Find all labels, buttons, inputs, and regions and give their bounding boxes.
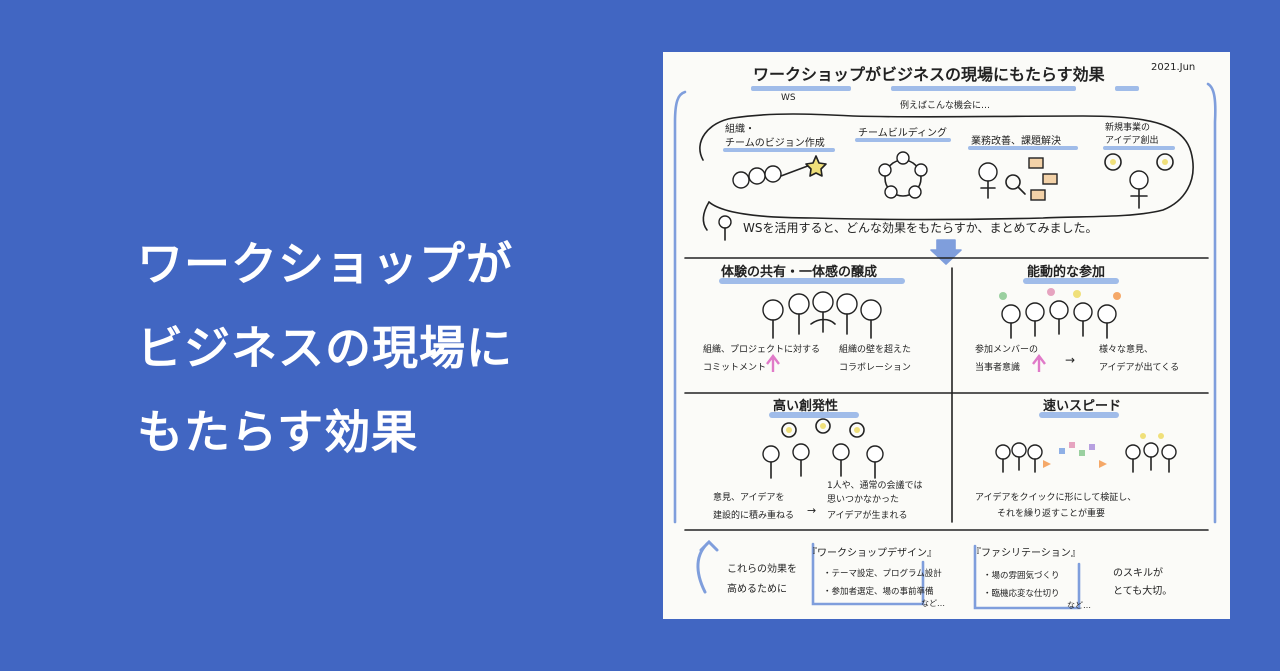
footer-box1-title: 『ワークショップデザイン』 — [807, 546, 937, 559]
example-1-line-1: 組織・ — [725, 122, 755, 135]
q2-left-line-2: 当事者意識 — [975, 361, 1020, 373]
q4-line-2: それを繰り返すことが重要 — [997, 507, 1105, 519]
footer-lead-line-1: これらの効果を — [727, 562, 797, 575]
footer-box2-frame — [973, 544, 1081, 610]
q3-title: 高い創発性 — [773, 398, 838, 414]
headline-line-3: もたらす効果 — [137, 405, 419, 459]
curved-up-arrow-icon — [696, 539, 719, 594]
q4-title-highlight — [1039, 412, 1119, 418]
footer-closing-line-2: とても大切。 — [1113, 584, 1172, 597]
headline-line-2: ビジネスの現場に — [137, 321, 513, 375]
sketchnote-illustration: ワークショップがビジネスの現場にもたらす効果 WS 2021.Jun 例えばこん… — [673, 62, 1217, 610]
q2-drawing — [999, 288, 1121, 339]
narrator-icon — [718, 215, 732, 241]
example-3-highlight — [968, 146, 1078, 150]
q2-title-highlight — [1023, 278, 1119, 284]
down-arrow-icon — [930, 239, 962, 265]
footer-box1-etc: など… — [921, 599, 945, 608]
q1-title-highlight — [719, 278, 905, 284]
q3-right-line-2: 思いつかなかった — [827, 494, 899, 505]
summary-text: WSを活用すると、どんな効果をもたらすか、まとめてみました。 — [743, 220, 1098, 235]
q2-right-line-2: アイデアが出てくる — [1099, 361, 1179, 373]
illustration-title-sub: WS — [781, 93, 796, 103]
q1-up-arrow-icon — [766, 354, 780, 372]
q3-right-line-1: 1人や、通常の会議では — [827, 479, 922, 491]
q1-title: 体験の共有・一体感の醸成 — [721, 264, 877, 280]
example-4-drawing — [1104, 153, 1174, 209]
example-1-highlight — [723, 148, 835, 152]
example-2-line-1: チームビルディング — [858, 126, 947, 139]
footer-box1-item-2: ・参加者選定、場の事前準備 — [823, 586, 934, 597]
q2-arrow: → — [1065, 353, 1075, 367]
q4-drawing — [995, 433, 1177, 473]
q2-title: 能動的な参加 — [1027, 264, 1105, 280]
q3-drawing — [762, 418, 884, 479]
example-3-drawing — [978, 157, 1058, 201]
headline: ワークショップが ビジネスの現場に もたらす効果 — [137, 222, 513, 474]
example-1-line-2: チームのビジョン作成 — [725, 137, 825, 149]
headline-line-1: ワークショップが — [137, 237, 513, 291]
q3-arrow: → — [807, 504, 816, 517]
q4-title: 速いスピード — [1043, 398, 1121, 414]
title-highlight-2 — [891, 86, 1076, 91]
title-highlight-1 — [751, 86, 851, 91]
q1-right-line-1: 組織の壁を超えた — [839, 343, 911, 355]
example-2-drawing — [878, 151, 928, 199]
q3-title-highlight — [769, 412, 859, 418]
q3-right-line-3: アイデアが生まれる — [827, 509, 908, 521]
q2-right-line-1: 様々な意見、 — [1099, 343, 1153, 355]
footer-box2-item-2: ・臨機応変な仕切り — [983, 588, 1060, 599]
footer-box2-item-1: ・場の雰囲気づくり — [983, 570, 1060, 581]
q4-line-1: アイデアをクイックに形にして検証し、 — [975, 491, 1136, 503]
illustration-card: ワークショップがビジネスの現場にもたらす効果 WS 2021.Jun 例えばこん… — [663, 52, 1230, 619]
q1-left-line-2: コミットメント — [703, 363, 766, 373]
footer-box1-frame — [811, 542, 925, 606]
q2-up-arrow-icon — [1032, 354, 1046, 372]
q3-left-line-2: 建設的に積み重ねる — [713, 509, 794, 521]
example-4-line-2: アイデア創出 — [1105, 134, 1159, 146]
q1-right-line-2: コラボレーション — [839, 362, 911, 373]
example-4-highlight — [1103, 146, 1175, 150]
frame-left — [673, 90, 687, 524]
footer-box2-etc: など… — [1067, 601, 1091, 610]
footer-box1-item-1: ・テーマ設定、プログラム設計 — [823, 568, 942, 579]
footer-closing-line-1: のスキルが — [1113, 566, 1163, 579]
illustration-date: 2021.Jun — [1151, 62, 1195, 73]
footer-lead-line-2: 高めるために — [727, 582, 787, 595]
footer-box2-title: 『ファシリテーション』 — [971, 547, 1081, 559]
examples-bubble — [699, 113, 1194, 221]
q1-drawing — [762, 291, 882, 339]
example-4-line-1: 新規事業の — [1105, 121, 1150, 133]
q3-left-line-1: 意見、アイデアを — [713, 491, 785, 503]
example-2-highlight — [855, 138, 951, 142]
example-3-line-1: 業務改善、課題解決 — [971, 134, 1061, 147]
q1-left-line-1: 組織、プロジェクトに対する — [703, 343, 820, 355]
example-caption: 例えばこんな機会に… — [900, 99, 990, 111]
title-highlight-3 — [1115, 86, 1139, 91]
example-1-drawing — [732, 155, 827, 189]
illustration-title: ワークショップがビジネスの現場にもたらす効果 — [753, 65, 1105, 84]
frame-right — [1206, 82, 1217, 524]
examples-bubble-tail — [702, 201, 710, 231]
q2-left-line-1: 参加メンバーの — [975, 343, 1038, 355]
